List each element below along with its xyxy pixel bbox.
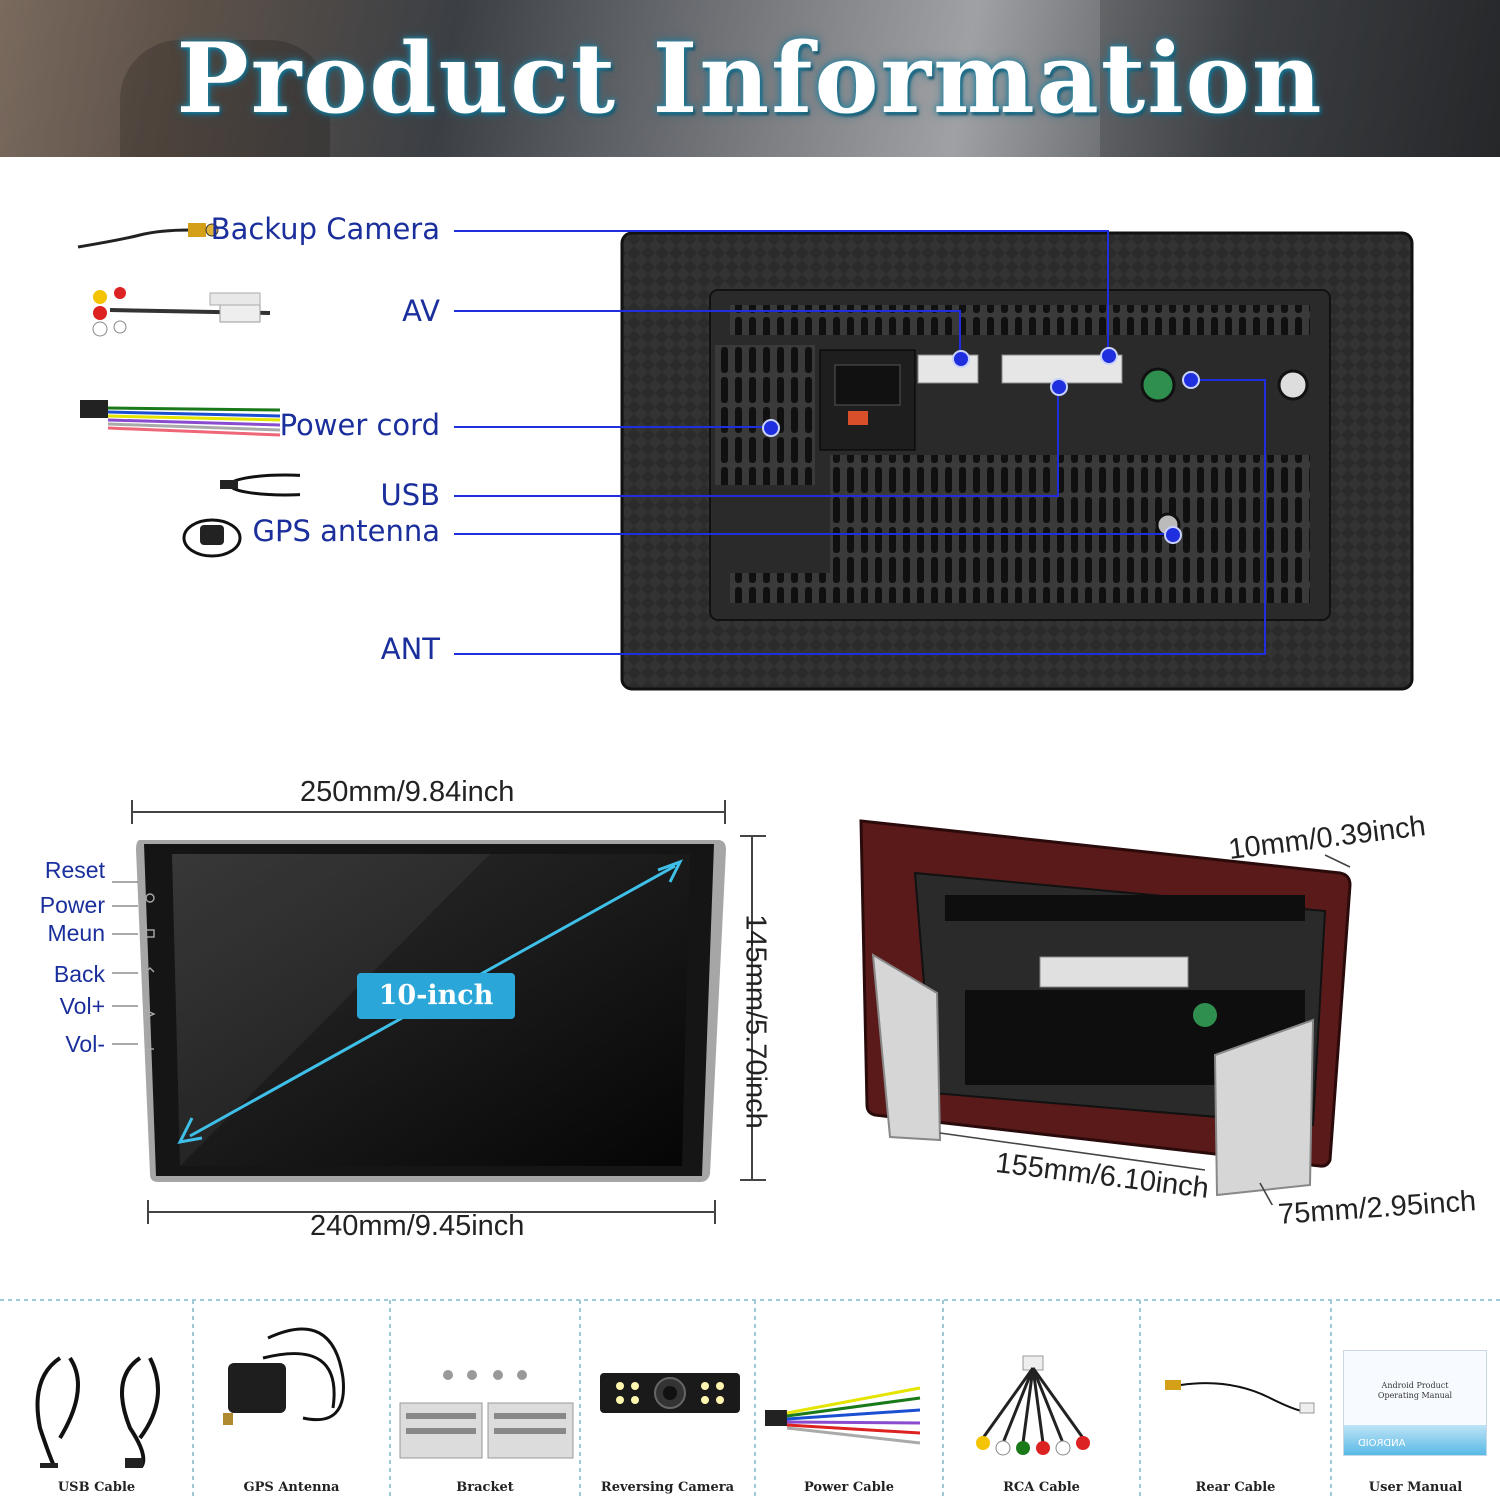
manual-brand: ANDROID (1358, 1438, 1406, 1449)
side-label-back: Back (53, 961, 105, 987)
rca-cable-icon (92, 287, 271, 337)
accessory-usb-cable: USB Cable (0, 1298, 193, 1500)
accessory-label: Reversing Camera (600, 1480, 735, 1495)
driver-arm-shape (120, 40, 330, 157)
manual-cover: Android Product Operating Manual ANDROID (1343, 1350, 1487, 1456)
callout-dot-usb (1050, 378, 1068, 396)
accessory-label: Rear Cable (1195, 1480, 1276, 1495)
callout-dot-ant (1182, 371, 1200, 389)
accessory-rear-cable: Rear Cable (1140, 1298, 1331, 1500)
front-dimension-lines (131, 800, 766, 1224)
accessory-label: Power Cable (803, 1480, 894, 1495)
callout-dot-power (762, 419, 780, 437)
gps-antenna-icon (182, 518, 242, 558)
manual-title-line2: Operating Manual (1377, 1391, 1453, 1400)
side-label-vol-up: Vol+ (59, 993, 105, 1019)
accessory-label: USB Cable (57, 1480, 136, 1495)
head-unit-rear-view (620, 231, 1414, 691)
power-cable-icon (765, 1386, 921, 1445)
dimension-bottom-width: 240mm/9.45inch (310, 1210, 525, 1242)
dimension-top-width: 250mm/9.84inch (300, 776, 515, 808)
accessory-label: RCA Cable (1003, 1480, 1080, 1495)
rca-cable-icon (976, 1355, 1090, 1456)
callout-lines (454, 230, 1266, 655)
side-label-reset: Reset (44, 857, 105, 883)
accessory-label: User Manual (1368, 1480, 1463, 1495)
manual-wave (1344, 1425, 1486, 1455)
interface-label-backup-camera: Backup Camera (210, 212, 440, 246)
callout-dot-gps (1164, 526, 1182, 544)
gps-antenna-icon (223, 1327, 345, 1425)
rear-cable-icon (1165, 1380, 1315, 1414)
interface-label-usb: USB (380, 478, 440, 512)
dimension-height: 145mm/5.70inch (739, 914, 772, 1129)
accessory-user-manual: Android Product Operating Manual ANDROID… (1331, 1298, 1500, 1500)
interface-label-ant: ANT (380, 632, 440, 666)
head-unit-angled-view (859, 819, 1352, 1205)
bracket-icon (399, 1370, 574, 1459)
side-label-menu: Meun (47, 920, 105, 946)
interface-label-av: AV (402, 294, 440, 328)
side-label-power: Power (39, 892, 105, 918)
accessory-gps-antenna: GPS Antenna (193, 1298, 390, 1500)
page-title: Product Information (176, 22, 1324, 135)
usb-cable-icon (220, 473, 300, 497)
header-banner: Product Information (0, 0, 1500, 157)
usb-cable-icon (35, 1356, 160, 1468)
side-label-vol-down: Vol- (65, 1031, 105, 1057)
accessory-power-cable: Power Cable (755, 1298, 943, 1500)
manual-title-line1: Android Product (1381, 1381, 1449, 1390)
cable-thumbnails (77, 223, 300, 558)
side-button-leaders (112, 881, 138, 1045)
accessory-label: Bracket (456, 1480, 514, 1495)
accessory-bracket: Bracket (390, 1298, 580, 1500)
interface-label-gps-antenna: GPS antenna (252, 514, 440, 548)
callout-dot-camera (1100, 347, 1118, 365)
reversing-camera-icon (600, 1373, 740, 1413)
screen-size-badge: 10-inch (357, 973, 515, 1019)
power-harness-icon (80, 400, 281, 437)
accessory-dividers (0, 1299, 1500, 1500)
accessory-label: GPS Antenna (243, 1480, 340, 1495)
dashboard-shape (1100, 0, 1500, 157)
accessory-rca-cable: RCA Cable (943, 1298, 1140, 1500)
accessories-strip: USB Cable GPS Antenna Bracket (0, 1298, 1500, 1500)
accessory-reversing-camera: Reversing Camera (580, 1298, 755, 1500)
camera-cable-icon (77, 223, 219, 249)
interface-label-power-cord: Power cord (279, 408, 440, 442)
callout-dot-av (952, 350, 970, 368)
